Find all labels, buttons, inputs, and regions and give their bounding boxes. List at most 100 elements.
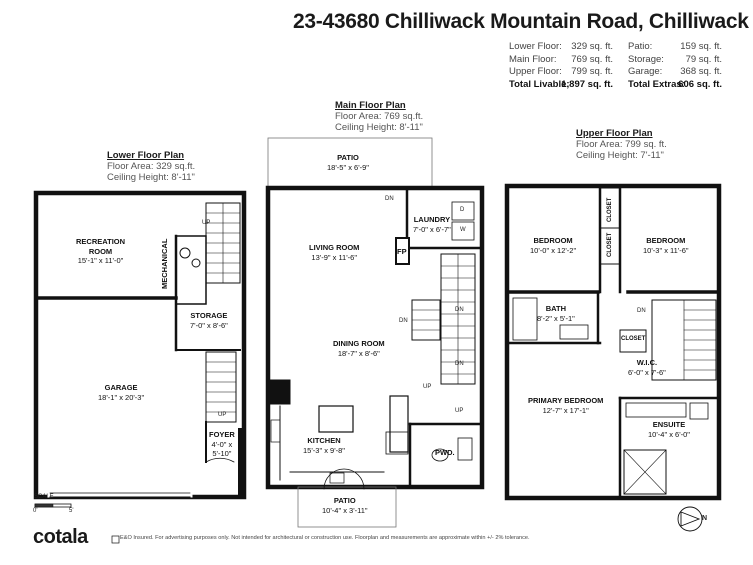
closet-upper-2: CLOSET xyxy=(606,233,616,257)
dining-dim: 18'-7" x 8'-6" xyxy=(337,348,380,358)
lower-floor-plan xyxy=(33,190,247,508)
upper-floor-value: 799 sq. ft. xyxy=(571,66,613,77)
recreation-name-2: ROOM xyxy=(88,246,113,256)
room-patio-top: PATIO 18'-5" x 6'-9" xyxy=(327,153,369,172)
upper-floor-heading-block: Upper Floor Plan Floor Area: 799 sq. ft.… xyxy=(576,128,667,161)
storage-name: STORAGE xyxy=(190,311,228,320)
powder-name: PWD. xyxy=(435,448,455,457)
room-foyer: FOYER 4'-0" x 5'-10" xyxy=(209,430,235,459)
room-garage: GARAGE 18'-1" x 20'-3" xyxy=(98,383,144,402)
room-bath: BATH 8'-2" x 5'-1" xyxy=(537,304,575,323)
storage-label: Storage: xyxy=(628,53,664,65)
room-powder: PWD. xyxy=(435,448,455,458)
main-up-marker-2: UP xyxy=(455,408,464,414)
lower-floor-area: Floor Area: 329 sq.ft. xyxy=(107,161,196,172)
room-recreation: RECREATION ROOM 15'-1" x 11'-0" xyxy=(76,237,125,266)
bedroom-left-dim: 10'-0" x 12'-2" xyxy=(530,245,577,255)
primary-name: PRIMARY BEDROOM xyxy=(528,396,604,405)
recreation-dim: 15'-1" x 11'-0" xyxy=(77,256,124,265)
laundry-name: LAUNDRY xyxy=(413,215,451,224)
upper-floor-ceiling: Ceiling Height: 7'-11" xyxy=(576,150,664,161)
room-dining: DINING ROOM 18'-7" x 8'-6" xyxy=(333,339,385,358)
garage-name: GARAGE xyxy=(104,383,138,392)
upper-floor-heading: Upper Floor Plan xyxy=(576,128,653,139)
room-ensuite: ENSUITE 10'-4" x 6'-0" xyxy=(648,420,690,439)
bedroom-right-name: BEDROOM xyxy=(646,236,686,245)
living-name: LIVING ROOM xyxy=(309,243,360,252)
foyer-up-marker: UP xyxy=(218,412,227,418)
closet-3-name: CLOSET xyxy=(621,336,646,342)
room-kitchen: KITCHEN 15'-3" x 9'-8" xyxy=(303,436,345,455)
foyer-dim-2: 5'-10" xyxy=(212,449,232,458)
washer-marker: W xyxy=(460,227,466,233)
room-patio-bottom: PATIO 10'-4" x 3'-11" xyxy=(322,496,368,515)
upper-dn-marker: DN xyxy=(637,308,646,314)
foyer-name: FOYER xyxy=(209,430,235,439)
main-floor-ceiling: Ceiling Height: 8'-11" xyxy=(335,122,423,133)
patio-dn-marker: DN xyxy=(385,196,394,202)
main-floor-label: Main Floor: xyxy=(509,53,557,65)
primary-dim: 12'-7" x 17'-1" xyxy=(542,405,589,415)
closet-upper-1: CLOSET xyxy=(606,198,616,222)
main-floor-area: Floor Area: 769 sq.ft. xyxy=(335,111,424,122)
laundry-dim: 7'-0" x 6'-7" xyxy=(413,224,451,234)
scale-five: 5' xyxy=(69,508,74,514)
kitchen-name: KITCHEN xyxy=(307,436,341,445)
total-extras-value: 606 sq. ft. xyxy=(678,78,722,90)
ensuite-name: ENSUITE xyxy=(652,420,686,429)
bath-name: BATH xyxy=(545,304,567,313)
lower-floor-ceiling: Ceiling Height: 8'-11" xyxy=(107,172,195,183)
room-laundry: LAUNDRY 7'-0" x 6'-7" xyxy=(413,215,451,234)
lower-floor-heading: Lower Floor Plan xyxy=(107,150,185,161)
main-dn-marker-2: DN xyxy=(399,318,408,324)
main-up-marker-1: UP xyxy=(423,384,432,390)
foyer-dim-1: 4'-0" x xyxy=(211,439,233,449)
lower-floor-value: 329 sq. ft. xyxy=(571,41,613,52)
lower-floor-label: Lower Floor: xyxy=(509,41,562,52)
patio-bottom-name: PATIO xyxy=(333,496,356,505)
ensuite-dim: 10'-4" x 6'-0" xyxy=(648,429,690,439)
main-floor-plan xyxy=(265,137,485,528)
garage-dim: 18'-1" x 20'-3" xyxy=(98,392,145,402)
total-extras-label: Total Extras: xyxy=(628,78,685,90)
fireplace: FP xyxy=(397,247,407,257)
fireplace-label: FP xyxy=(397,247,407,256)
summary-right: Patio:159 sq. ft. Storage:79 sq. ft. Gar… xyxy=(628,41,722,91)
footer-disclaimer: E&O Insured. For advertising purposes on… xyxy=(120,535,530,541)
summary-left: Lower Floor:329 sq. ft. Main Floor:769 s… xyxy=(509,41,613,91)
cotala-logo: cotala xyxy=(33,526,88,548)
patio-top-dim: 18'-5" x 6'-9" xyxy=(327,162,369,172)
patio-value: 159 sq. ft. xyxy=(680,41,722,52)
bedroom-left-name: BEDROOM xyxy=(533,236,573,245)
room-storage: STORAGE 7'-0" x 8'-6" xyxy=(190,311,228,330)
patio-top-name: PATIO xyxy=(337,153,359,162)
patio-bottom-dim: 10'-4" x 3'-11" xyxy=(322,505,368,515)
room-bedroom-right: BEDROOM 10'-3" x 11'-6" xyxy=(643,236,689,255)
upper-floor-plan xyxy=(504,183,722,501)
compass-graphic xyxy=(677,506,703,532)
garage-value: 368 sq. ft. xyxy=(680,66,722,77)
main-dn-marker-3: DN xyxy=(455,361,464,367)
upper-floor-label: Upper Floor: xyxy=(509,66,562,77)
dryer-marker: D xyxy=(460,207,465,213)
lower-floor-heading-block: Lower Floor Plan Floor Area: 329 sq.ft. … xyxy=(107,150,195,183)
bedroom-right-dim: 10'-3" x 11'-6" xyxy=(643,245,689,255)
storage-value: 79 sq. ft. xyxy=(685,53,722,65)
main-floor-heading: Main Floor Plan xyxy=(335,100,406,111)
wic-dim: 6'-0" x 7'-6" xyxy=(628,367,666,377)
bath-dim: 8'-2" x 5'-1" xyxy=(537,313,575,323)
wic-name: W.I.C. xyxy=(636,358,658,367)
room-mechanical: MECHANICAL xyxy=(160,239,170,289)
room-primary: PRIMARY BEDROOM 12'-7" x 17'-1" xyxy=(528,396,603,415)
closet-upper-3: CLOSET xyxy=(621,335,645,345)
patio-label: Patio: xyxy=(628,41,653,52)
room-living: LIVING ROOM 13'-9" x 11'-6" xyxy=(309,243,359,262)
closet-1-name: CLOSET xyxy=(607,197,613,222)
scale-zero: 0' xyxy=(33,508,38,514)
living-dim: 13'-9" x 11'-6" xyxy=(311,252,357,262)
lower-up-marker: UP xyxy=(202,220,211,226)
main-floor-heading-block: Main Floor Plan Floor Area: 769 sq.ft. C… xyxy=(335,100,423,133)
mechanical-name: MECHANICAL xyxy=(160,238,169,289)
room-wic: W.I.C. 6'-0" x 7'-6" xyxy=(628,358,666,377)
